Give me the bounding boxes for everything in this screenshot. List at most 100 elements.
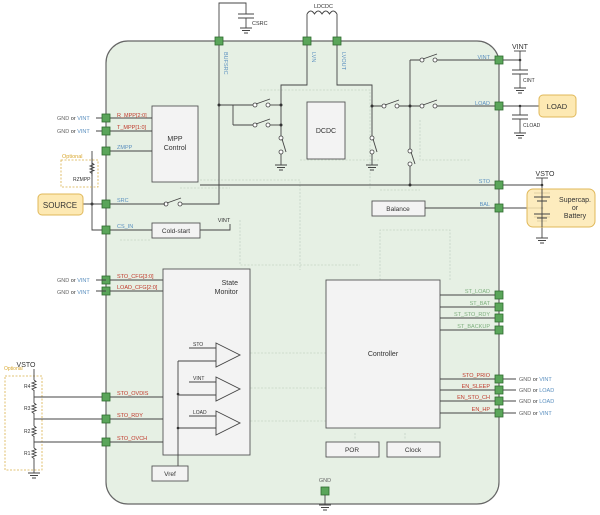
dcdc-block xyxy=(306,101,346,160)
pin-label-load-cfg: LOAD_CFG[2:0] xyxy=(117,285,158,291)
comparators xyxy=(176,342,242,470)
storage-label-2: or xyxy=(572,205,579,212)
pin-label-lvout: LVOUT xyxy=(340,52,346,71)
left-tie-r-mpp: GND or VINT xyxy=(57,116,90,122)
pin-label-bal: BAL xyxy=(480,202,490,208)
coldstart-vint-label: VINT xyxy=(218,218,231,224)
rzmpp-resistor xyxy=(88,162,96,174)
controller-block xyxy=(325,279,441,429)
state-monitor-block xyxy=(162,268,251,456)
ldcdc-inductor: LDCDC xyxy=(306,4,338,41)
resistor-label-r2: R2 xyxy=(24,429,31,435)
vref-label: Vref xyxy=(164,471,176,478)
junction-dots xyxy=(90,103,412,206)
right-tie-en-sleep: GND or LOAD xyxy=(519,388,554,394)
ldcdc-label: LDCDC xyxy=(314,4,333,10)
pin-label-zmpp: ZMPP xyxy=(117,145,133,151)
status-wires xyxy=(440,294,495,331)
resistor-label-r3: R3 xyxy=(24,406,31,412)
state-monitor-label-1: State xyxy=(222,280,238,287)
pin-lvn xyxy=(302,36,312,46)
vsto-right-label: VSTO xyxy=(536,171,555,178)
pin-label-st-backup: ST_BACKUP xyxy=(457,324,490,330)
cload-label: CLOAD xyxy=(523,123,541,129)
pin-label-sto: STO xyxy=(479,179,491,185)
left-tie-t-mpp: GND or VINT xyxy=(57,129,90,135)
pin-label-cs-in: CS_IN xyxy=(117,224,133,230)
svg-text:GND or VINT: GND or VINT xyxy=(57,278,90,284)
pin-lvout xyxy=(332,36,342,46)
csrc-label: CSRC xyxy=(252,21,268,27)
resistor-label-r1: R1 xyxy=(24,451,31,457)
cfg-internal-wires xyxy=(110,279,163,292)
svg-text:GND or VINT: GND or VINT xyxy=(519,411,552,417)
mpp-label-1: MPP xyxy=(167,136,183,143)
load-label: LOAD xyxy=(547,102,568,111)
dcdc-label: DCDC xyxy=(316,128,336,135)
gnd-bottom-symbol xyxy=(319,495,331,511)
storage-box xyxy=(526,188,596,228)
svg-text:GND or LOAD: GND or LOAD xyxy=(519,399,554,405)
switches[interactable] xyxy=(163,53,438,207)
cfg-wires xyxy=(96,279,106,292)
internal-signal-routes xyxy=(120,89,470,440)
pin-label-src: SRC xyxy=(117,198,129,204)
svg-text:GND or VINT: GND or VINT xyxy=(57,116,90,122)
svg-text:GND or VINT: GND or VINT xyxy=(519,377,552,383)
svg-text:GND or VINT: GND or VINT xyxy=(57,129,90,135)
pin-label-sto-prio: STO_PRIO xyxy=(462,373,490,379)
clock-block xyxy=(386,441,441,458)
right-tie-en-sto-ch: GND or LOAD xyxy=(519,399,554,405)
right-tie-en-hp: GND or VINT xyxy=(519,411,552,417)
resistor-label-r4: R4 xyxy=(24,384,31,390)
config-wires xyxy=(440,378,495,414)
mpp-label-2: Control xyxy=(164,145,187,152)
config-tie-wires xyxy=(503,378,516,414)
controller-label: Controller xyxy=(368,351,399,358)
cint-capacitor xyxy=(503,50,528,94)
pin-label-st-sto-rdy: ST_STO_RDY xyxy=(454,312,490,318)
mpp-control-block xyxy=(151,105,199,183)
balance-block xyxy=(371,200,426,217)
pin-label-bufsrc: BUFSRC xyxy=(222,52,228,75)
storage-cells xyxy=(534,196,550,219)
storage-label-1: Supercap. xyxy=(559,197,591,204)
state-monitor-label-2: Monitor xyxy=(215,289,239,296)
svg-text:GND or VINT: GND or VINT xyxy=(57,290,90,296)
load-box xyxy=(538,94,577,118)
cint-label: CINT xyxy=(523,78,535,84)
optional-label-1: Optional xyxy=(62,154,83,160)
storage-label-3: Battery xyxy=(564,213,587,220)
pin-label-lvn: LVN xyxy=(310,52,316,62)
coldstart-label: Cold-start xyxy=(162,228,190,235)
pin-label-r-mpp: R_MPP[2:0] xyxy=(117,113,147,119)
ground-symbols xyxy=(275,164,378,171)
left-tie-load-cfg: GND or VINT xyxy=(57,290,90,296)
por-block xyxy=(325,441,380,458)
comparator-label-load: LOAD xyxy=(193,410,207,416)
pin-label-en-sleep: EN_SLEEP xyxy=(462,384,491,390)
comparator-label-vint: VINT xyxy=(193,376,204,382)
source-label: SOURCE xyxy=(43,201,77,210)
pin-gnd xyxy=(320,486,330,496)
optional-divider-box xyxy=(4,375,43,471)
pin-label-load: LOAD xyxy=(475,101,490,107)
coldstart-block xyxy=(151,222,201,239)
balance-label: Balance xyxy=(386,206,410,213)
divider-internal-wires xyxy=(110,396,163,443)
pin-label-st-bat: ST_BAT xyxy=(470,301,491,307)
pin-bufsrc xyxy=(214,36,224,46)
pin-label-st-load: ST_LOAD xyxy=(465,289,490,295)
vsto-left-label: VSTO xyxy=(17,362,36,369)
por-label: POR xyxy=(345,447,359,454)
left-tie-sto-cfg: GND or VINT xyxy=(57,278,90,284)
svg-text:GND or LOAD: GND or LOAD xyxy=(519,388,554,394)
gnd-bottom-label: GND xyxy=(319,478,331,484)
optional-rzmpp-box xyxy=(60,159,99,188)
cload-capacitor xyxy=(503,104,539,139)
pin-label-sto-rdy: STO_RDY xyxy=(117,413,143,419)
pin-label-sto-cfg: STO_CFG[3:0] xyxy=(117,274,154,280)
csrc-capacitor: CSRC xyxy=(218,2,268,41)
comparator-label-sto: STO xyxy=(193,342,203,348)
